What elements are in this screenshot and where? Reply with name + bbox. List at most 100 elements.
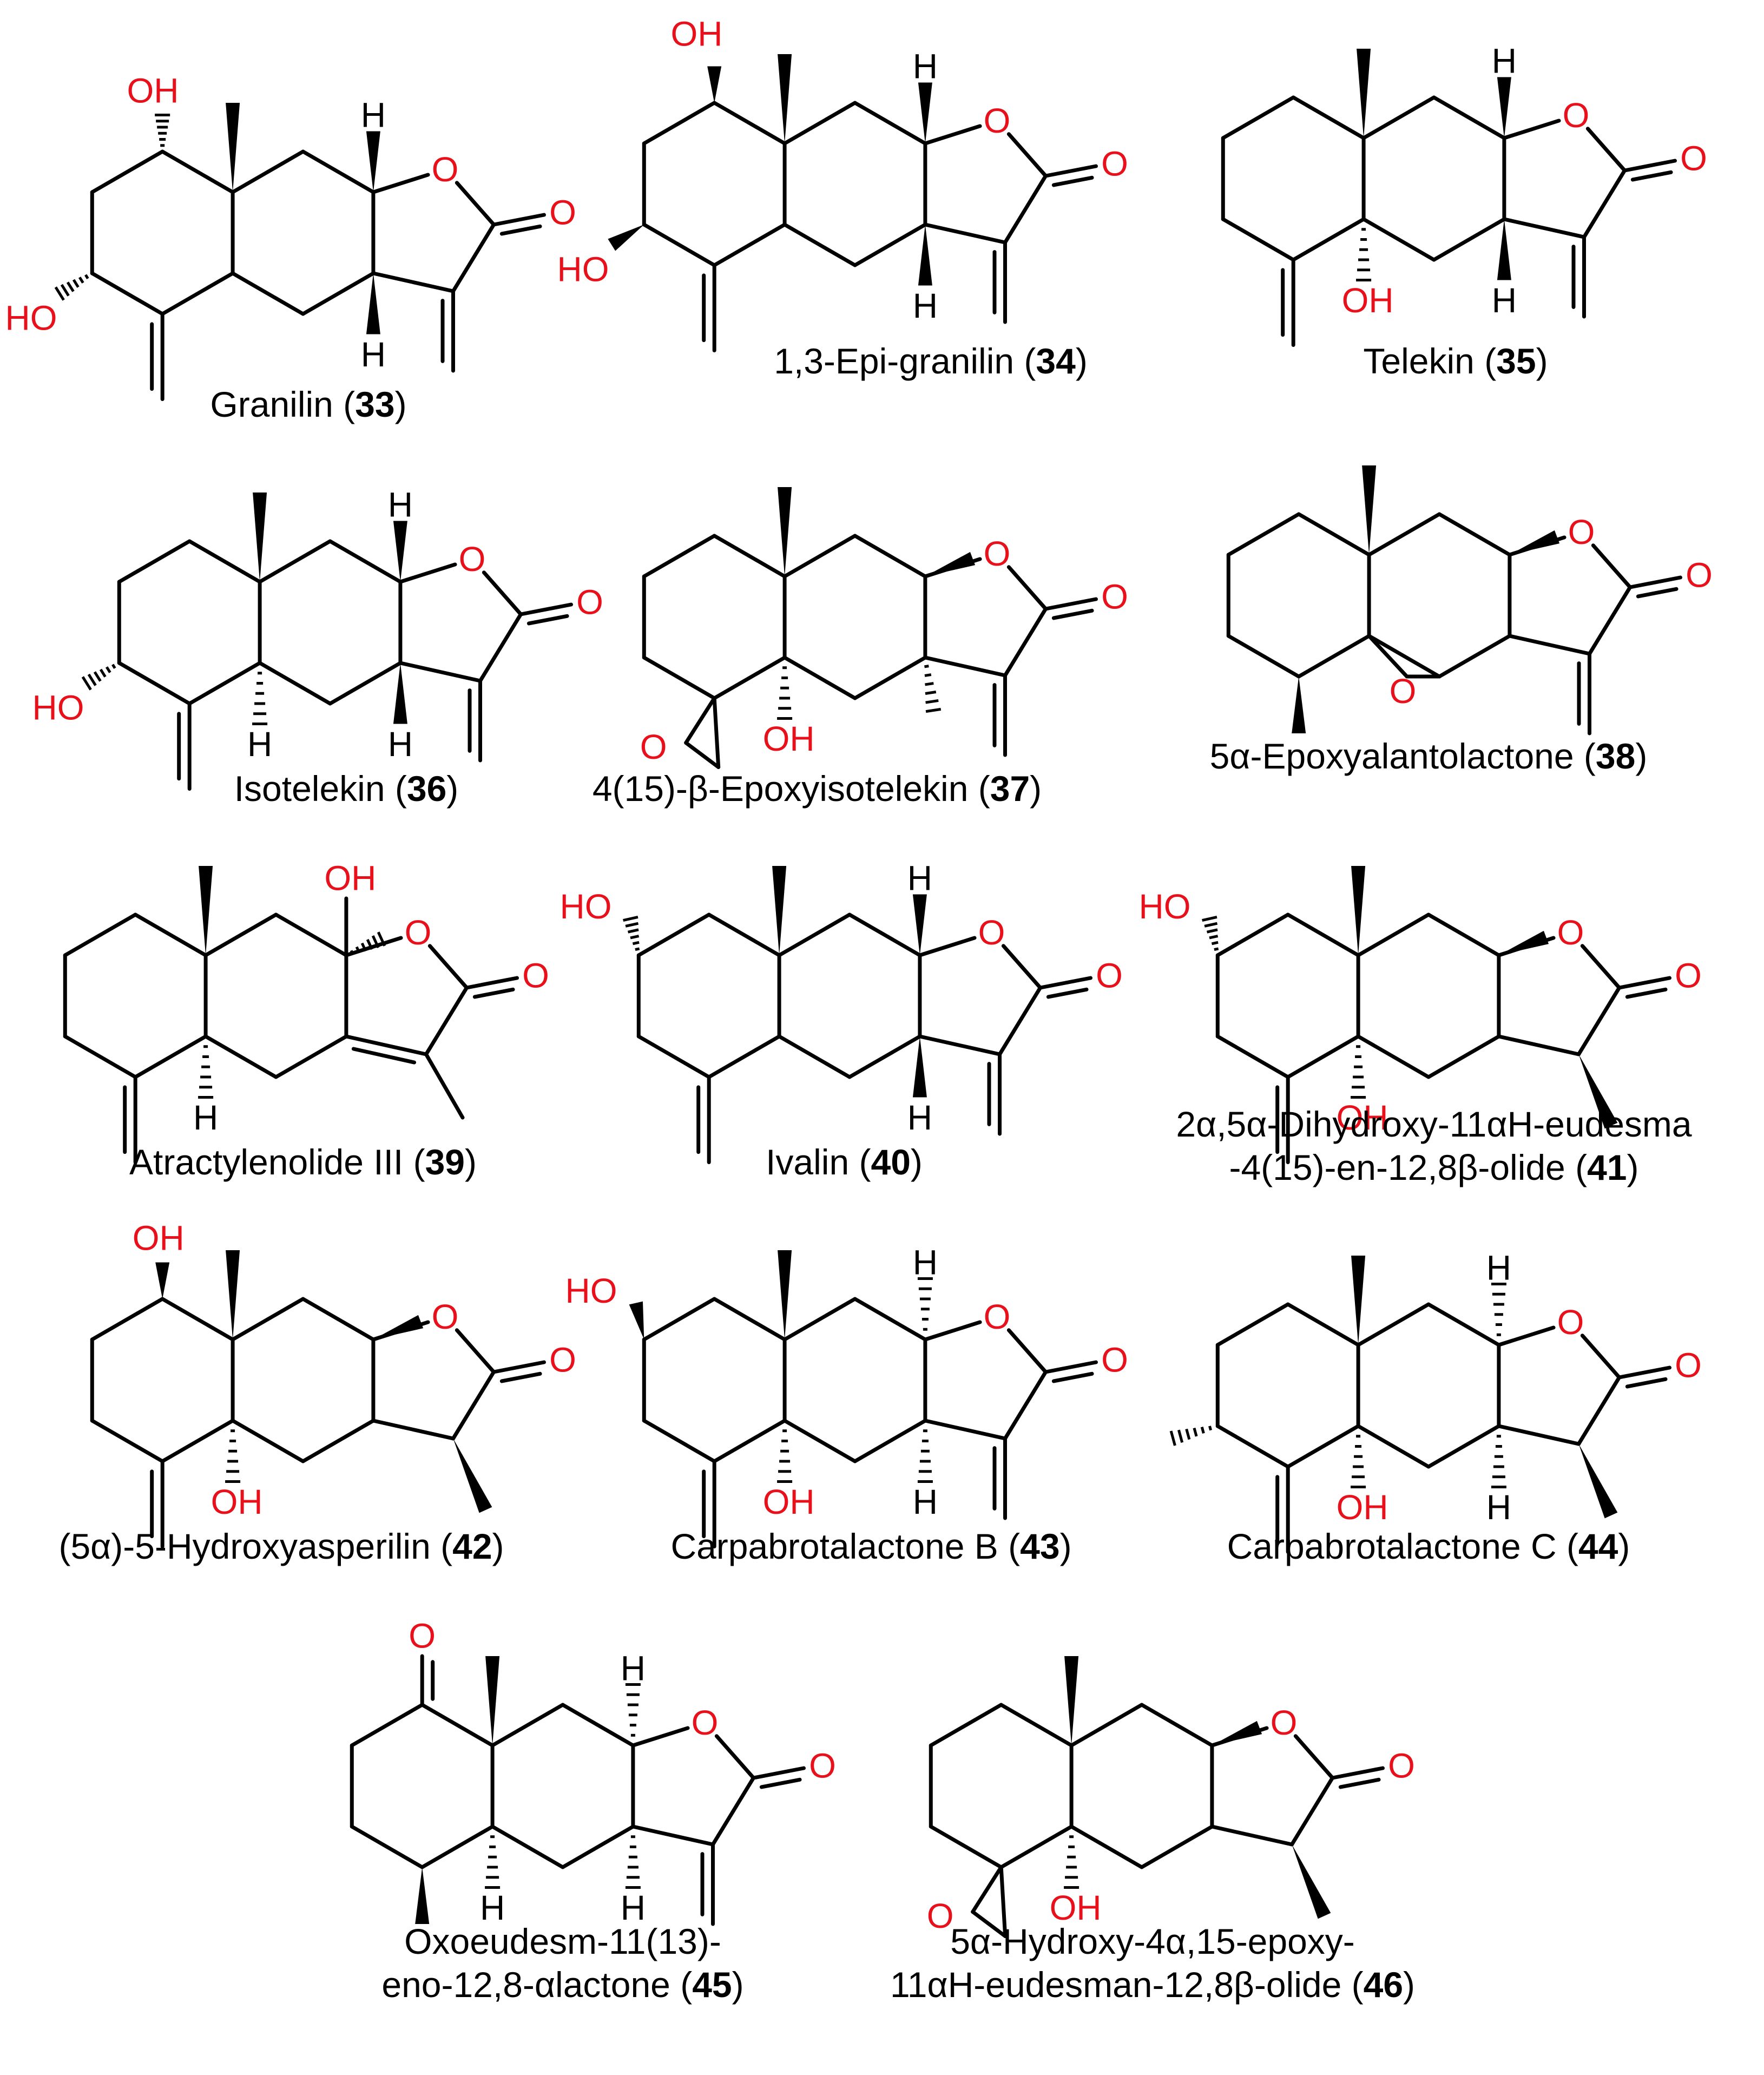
compound-name: Carpabrotalactone C (44) (1227, 1526, 1630, 1566)
compound-number: 39 (425, 1142, 465, 1182)
bond (344, 936, 403, 957)
name-text: 11αH-eudesman-12,8β-olide ( (890, 1965, 1364, 2005)
compound-name: -4(15)-en-12,8β-olide (41) (1229, 1147, 1639, 1187)
ho2-label: HO (1139, 887, 1191, 926)
bond (1361, 95, 1436, 140)
methyl-4 (1292, 677, 1306, 733)
paren: ) (492, 1526, 504, 1566)
oh1-bond (155, 114, 170, 147)
oh2-bond (1202, 916, 1219, 951)
bond (999, 1703, 1074, 1748)
compound-name: 11αH-eudesman-12,8β-olide (46) (890, 1965, 1415, 2005)
caption-39: Atractylenolide III (39) (129, 1142, 477, 1182)
compound-number: 42 (452, 1526, 492, 1566)
name-text: 4(15)-β-Epoxyisotelekin ( (593, 769, 990, 809)
h7-bond (912, 1036, 927, 1098)
bond (301, 271, 376, 316)
h8-bond (366, 131, 380, 192)
oh5-label: OH (1050, 1888, 1102, 1927)
bond (1215, 1302, 1290, 1347)
bond (133, 1034, 208, 1079)
paren: ) (1030, 769, 1042, 809)
h8-bond (918, 82, 932, 143)
bond (1356, 1424, 1431, 1469)
bond (301, 1297, 376, 1342)
caption-44: Carpabrotalactone C (44) (1227, 1526, 1630, 1566)
bond (1591, 543, 1632, 589)
bond (1502, 119, 1561, 140)
bond (642, 534, 716, 579)
bond (642, 1297, 716, 1342)
bond (642, 655, 716, 700)
name-text: (5α)-5-Hydroxyasperilin ( (58, 1526, 452, 1566)
carbonyl-oxygen: O (1680, 139, 1707, 178)
bond (274, 1034, 348, 1079)
carbonyl-bond (492, 1360, 546, 1374)
bond (1367, 634, 1409, 679)
bond (923, 124, 982, 146)
bond (490, 1824, 565, 1869)
carbonyl-bond (1623, 159, 1677, 173)
oh5-label: OH (1337, 1488, 1388, 1527)
bond (642, 101, 716, 146)
bond (847, 912, 922, 957)
caption-42: (5α)-5-Hydroxyasperilin (42) (58, 1526, 504, 1566)
oh2-bond (629, 1301, 644, 1339)
bond (782, 1419, 857, 1463)
oh5-bond (225, 1429, 241, 1483)
bond (782, 655, 857, 700)
compound-name: Carpabrotalactone B (43) (670, 1526, 1071, 1566)
compound-number: 34 (1036, 341, 1076, 381)
bond (712, 534, 787, 579)
paren: ) (1060, 1526, 1072, 1566)
angular-methyl (1362, 465, 1377, 555)
carbonyl-oxygen: O (576, 583, 603, 622)
caption-45: Oxoeudesm-11(13)-eno-12,8-αlactone (45) (381, 1921, 743, 2005)
ring-oxygen: O (432, 1297, 459, 1336)
compound-name: Granilin (33) (210, 384, 406, 424)
bond (350, 1824, 424, 1869)
oh2-bond (623, 916, 640, 951)
double-bond (1051, 1371, 1094, 1383)
ring-oxygen: O (459, 540, 486, 579)
carbonyl-bond (465, 976, 519, 990)
h8-label: H (621, 1649, 646, 1688)
bond (1356, 1034, 1431, 1079)
bond (187, 661, 262, 706)
bond (1210, 1824, 1294, 1847)
h7-label: H (361, 335, 386, 374)
carbonyl-bond (1044, 597, 1098, 611)
bond (923, 1419, 1007, 1441)
o8-wedge (1212, 1721, 1262, 1745)
methyl-11 (1578, 1054, 1618, 1129)
bond (371, 173, 430, 194)
bond (782, 534, 857, 579)
h7-label: H (913, 286, 938, 325)
paren: ) (1635, 736, 1647, 776)
bond (998, 986, 1042, 1056)
bond (231, 271, 305, 316)
bond (1426, 1034, 1501, 1079)
bond (274, 912, 348, 957)
bond (1286, 1424, 1360, 1469)
bond (117, 661, 192, 706)
bond (160, 1297, 235, 1342)
o-hash (350, 931, 386, 955)
double-bond (351, 1047, 417, 1065)
bond (918, 936, 977, 957)
h5-bond (252, 672, 268, 725)
oh1-label: OH (671, 15, 723, 54)
h5-label: H (247, 725, 272, 764)
carbonyl-bond (1331, 1766, 1385, 1780)
bond (1006, 132, 1048, 178)
bond (918, 1034, 1002, 1056)
bond (684, 696, 716, 745)
carbonyl-bond (1617, 1365, 1671, 1380)
name-text: Carpabrotalactone B ( (670, 1526, 1020, 1566)
methyl-11 (453, 1439, 492, 1513)
